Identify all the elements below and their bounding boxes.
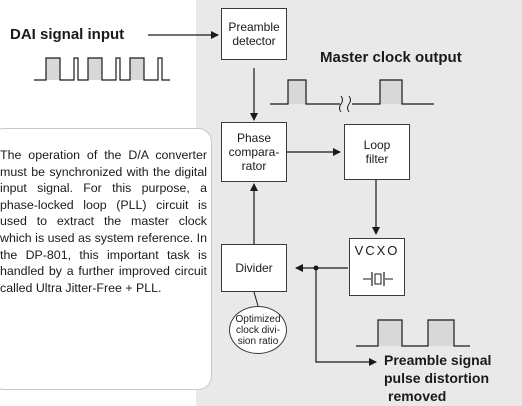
output-waveform	[356, 319, 470, 347]
master-clock-label: Master clock output	[320, 49, 462, 66]
description-text: The operation of the D/A converter must …	[0, 148, 207, 295]
loop-filter-block: Loop filter	[344, 124, 410, 180]
dai-input-label: DAI signal input	[10, 26, 125, 43]
clock-ratio-annotation: Optimized clock divi- sion ratio	[229, 306, 287, 354]
divider-block: Divider	[221, 244, 287, 292]
crystal-icon	[363, 272, 393, 286]
preamble-signal-label: Preamble signal	[384, 352, 492, 368]
master-clock-waveform	[270, 79, 434, 113]
pulse-distortion-label: pulse distortion	[384, 370, 489, 386]
dai-input-waveform	[34, 57, 170, 81]
phase-comparator-block: Phase compara- rator	[221, 122, 287, 182]
clock-ratio-text: Optimized clock divi- sion ratio	[235, 313, 281, 347]
removed-label: removed	[388, 388, 447, 404]
description-box	[0, 128, 212, 390]
preamble-detector-block: Preamble detector	[221, 8, 287, 60]
vcxo-block: VCXO	[349, 238, 405, 296]
vcxo-label: VCXO	[354, 243, 400, 258]
